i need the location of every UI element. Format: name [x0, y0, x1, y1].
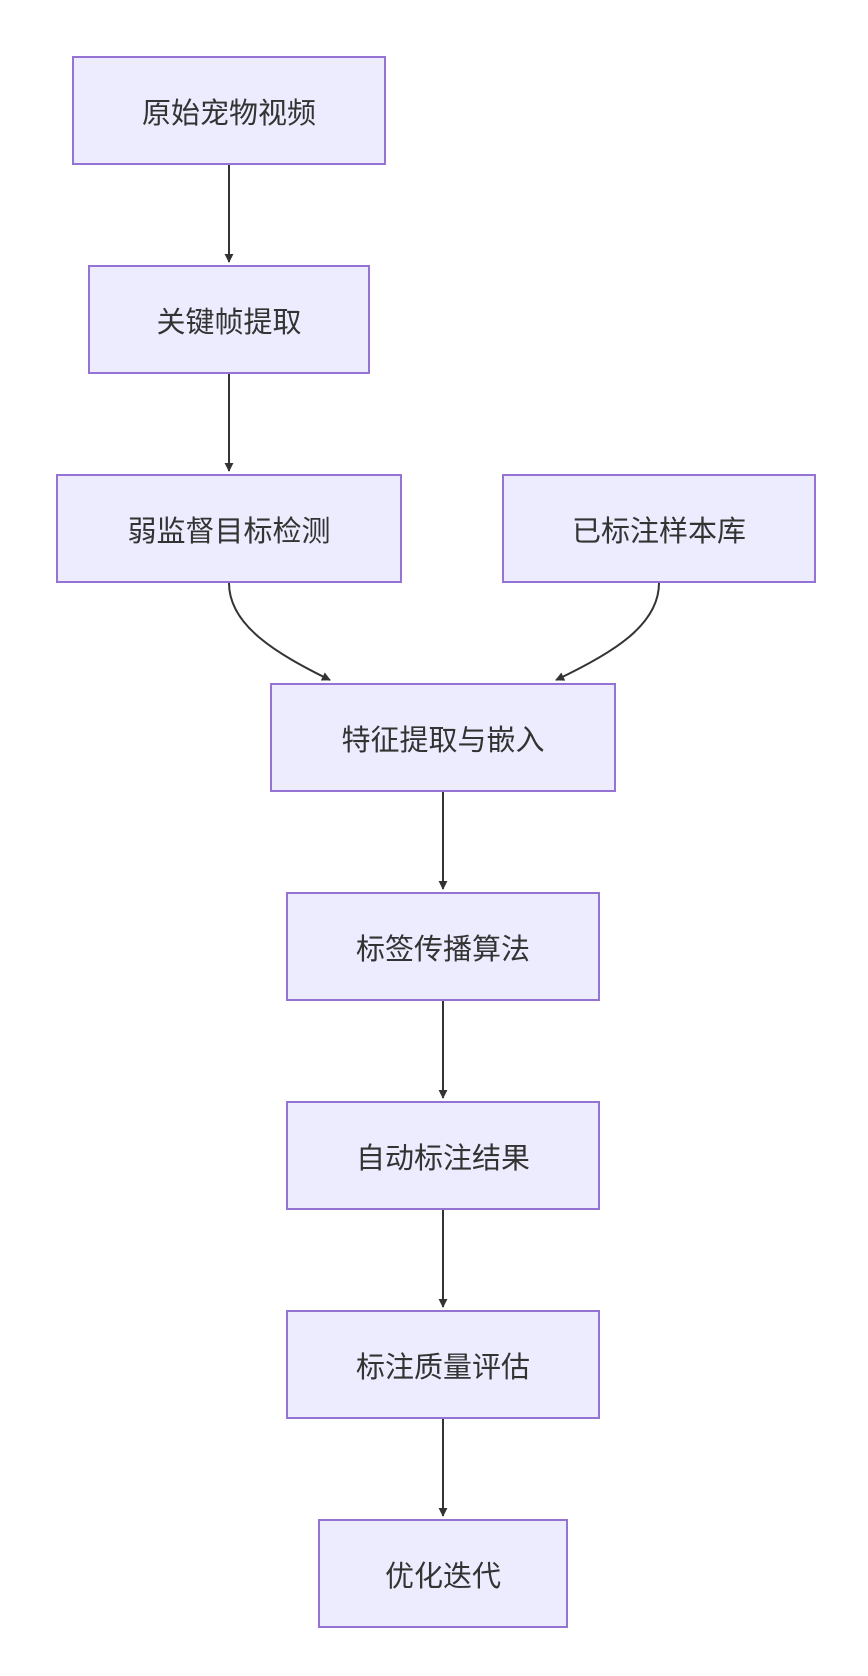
edge-labeled-lib-to-feature-embed — [555, 582, 660, 681]
node-label: 自动标注结果 — [355, 1140, 530, 1175]
node-label: 优化迭代 — [384, 1558, 501, 1593]
node-raw-pet-video: 原始宠物视频 — [72, 56, 386, 165]
node-label: 弱监督目标检测 — [127, 513, 331, 548]
node-label: 已标注样本库 — [571, 513, 746, 548]
node-weakly-supervised-detection: 弱监督目标检测 — [56, 474, 402, 583]
node-label: 标注质量评估 — [355, 1349, 530, 1384]
node-label-propagation: 标签传播算法 — [286, 892, 600, 1001]
node-keyframe-extraction: 关键帧提取 — [88, 265, 370, 374]
edge-weak-detect-to-feature-embed — [228, 582, 331, 681]
node-optimization-iteration: 优化迭代 — [318, 1519, 568, 1628]
node-feature-extraction-embedding: 特征提取与嵌入 — [270, 683, 616, 792]
node-label: 关键帧提取 — [156, 304, 302, 339]
node-label: 特征提取与嵌入 — [341, 722, 545, 757]
node-label: 标签传播算法 — [355, 931, 530, 966]
node-labeled-sample-library: 已标注样本库 — [502, 474, 816, 583]
node-auto-annotation-result: 自动标注结果 — [286, 1101, 600, 1210]
node-annotation-quality-evaluation: 标注质量评估 — [286, 1310, 600, 1419]
node-label: 原始宠物视频 — [141, 95, 316, 130]
